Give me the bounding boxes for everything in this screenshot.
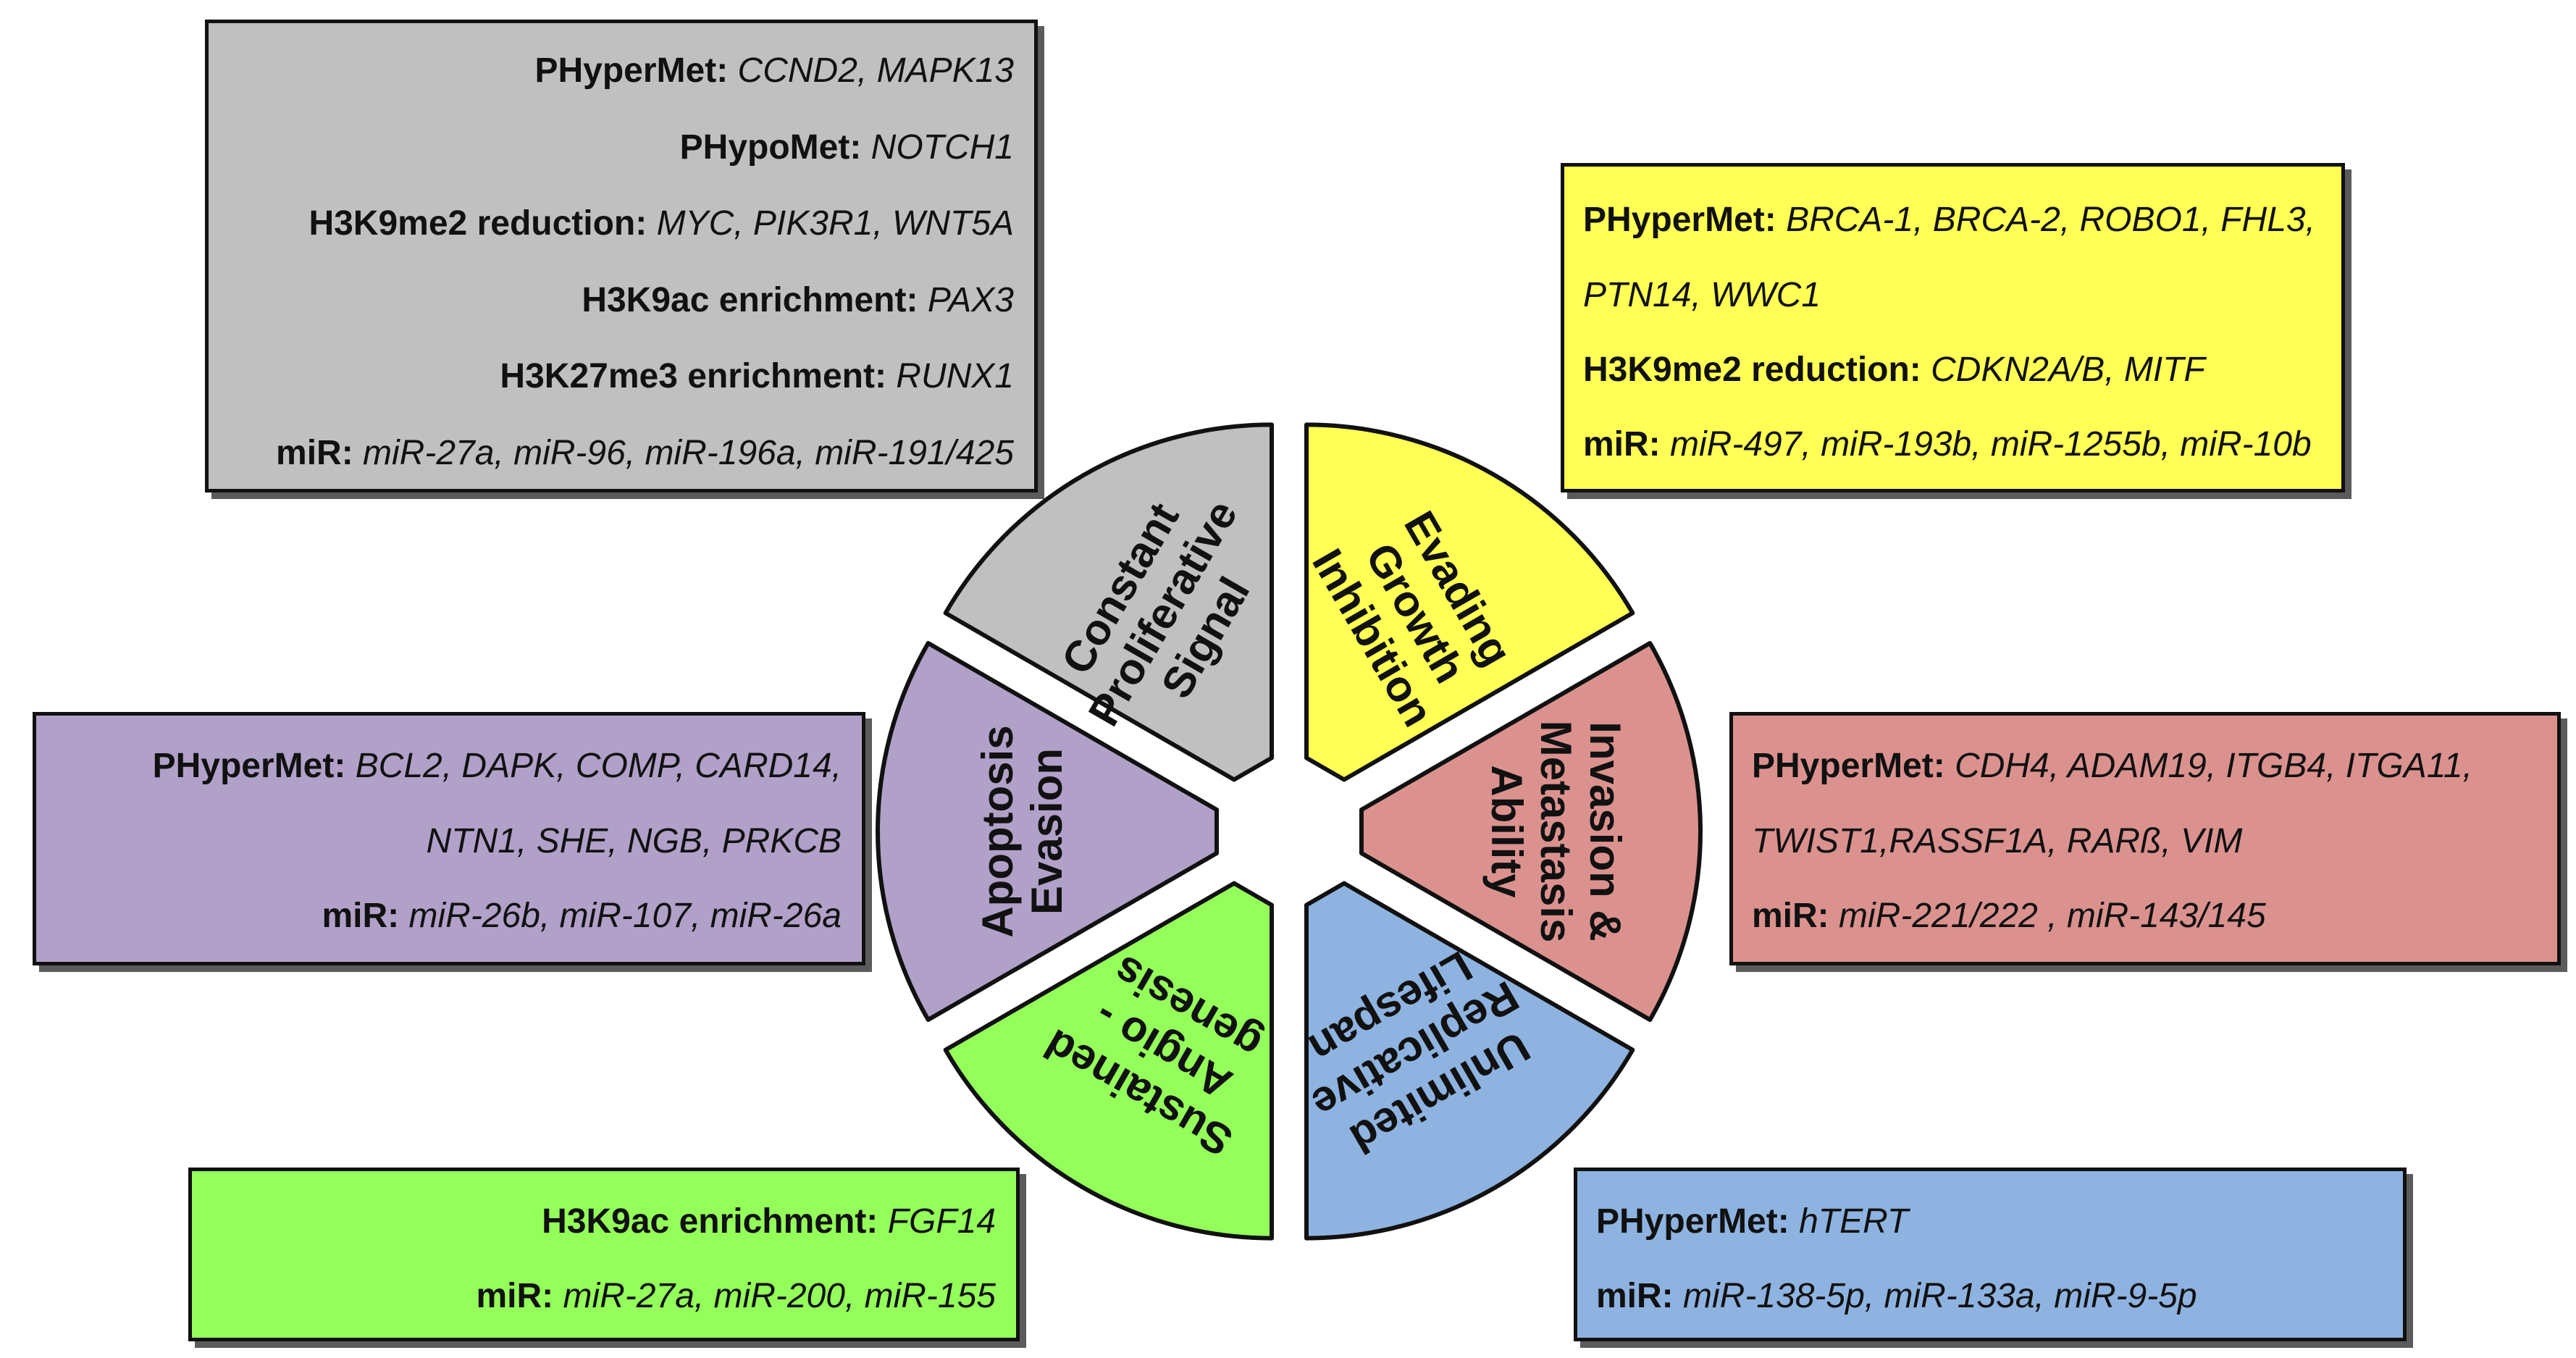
wheel-segments [876,422,1703,1241]
line-label: H3K27me3 enrichment: [500,357,886,395]
line-value: RUNX1 [896,357,1014,395]
box-line: miR: miR-27a, miR-200, miR-155 [476,1276,996,1317]
line-value: miR-138-5p, miR-133a, miR-9-5p [1683,1277,2197,1315]
line-label: H3K9me2 reduction: [1583,351,1921,389]
line-label: miR: [476,1277,554,1315]
box-line: miR: miR-138-5p, miR-133a, miR-9-5p [1596,1276,2197,1317]
box-line: PHypoMet: NOTCH1 [680,127,1014,168]
line-label: miR: [322,897,400,935]
line-label: miR: [1752,897,1829,935]
apoptosis-evasion-box: PHyperMet: BCL2, DAPK, COMP, CARD14, NTN… [33,712,865,965]
box-line: TWIST1,RASSF1A, RARß, VIM [1752,821,2242,862]
box-line: H3K9ac enrichment: FGF14 [542,1202,996,1242]
line-value: BCL2, DAPK, COMP, CARD14, [355,747,842,785]
line-value: CCND2, MAPK13 [737,51,1014,90]
box-line: miR: miR-27a, miR-96, miR-196a, miR-191/… [276,433,1014,474]
line-label: PHyperMet: [1596,1202,1790,1241]
line-value: CDKN2A/B, MITF [1931,351,2205,389]
line-value: TWIST1,RASSF1A, RARß, VIM [1752,822,2243,860]
line-value: miR-26b, miR-107, miR-26a [408,897,842,935]
box-line: H3K27me3 enrichment: RUNX1 [500,356,1014,397]
line-value: miR-27a, miR-200, miR-155 [563,1277,997,1315]
box-line: H3K9me2 reduction: MYC, PIK3R1, WNT5A [309,204,1014,244]
box-line: miR: miR-221/222 , miR-143/145 [1752,896,2266,936]
wheel-segment-apoptosis [876,641,1220,1022]
wheel-segment-invasion [1359,641,1703,1022]
line-label: H3K9me2 reduction: [309,204,647,243]
box-line: PHyperMet: BRCA-1, BRCA-2, ROBO1, FHL3, [1583,200,2315,240]
box-line: PTN14, WWC1 [1583,275,1821,316]
wheel-segment-growth [1304,422,1635,782]
line-value: NOTCH1 [870,128,1014,167]
line-value: BRCA-1, BRCA-2, ROBO1, FHL3, [1786,201,2315,239]
line-label: PHyperMet: [152,747,346,785]
box-line: NTN1, SHE, NGB, PRKCB [427,821,842,862]
line-label: PHyperMet: [1583,201,1776,239]
line-value: miR-27a, miR-96, miR-196a, miR-191/425 [363,434,1014,472]
line-label: PHypoMet: [679,128,862,167]
wheel-segment-angiogenesis [943,881,1274,1241]
line-value: MYC, PIK3R1, WNT5A [656,204,1014,243]
line-label: PHyperMet: [1752,747,1945,785]
wheel-label-line: Evasion [1023,748,1071,915]
wheel-label-line: Apoptosis [973,725,1022,937]
line-value: NTN1, SHE, NGB, PRKCB [426,822,842,860]
wheel-label-line: Invasion & [1581,721,1629,941]
line-value: PTN14, WWC1 [1583,276,1821,314]
wheel-segment-proliferative [943,422,1274,782]
line-label: H3K9ac enrichment: [582,281,918,319]
line-value: miR-221/222 , miR-143/145 [1839,897,2266,935]
box-line: PHyperMet: CCND2, MAPK13 [534,51,1014,91]
box-line: miR: miR-26b, miR-107, miR-26a [322,896,842,936]
line-label: PHyperMet: [534,51,729,90]
line-value: FGF14 [887,1202,996,1241]
line-value: CDH4, ADAM19, ITGB4, ITGA11, [1955,747,2472,785]
proliferative-signal-box: PHyperMet: CCND2, MAPK13 PHypoMet: NOTCH… [205,20,1038,493]
box-line: PHyperMet: CDH4, ADAM19, ITGB4, ITGA11, [1752,746,2472,787]
wheel-label-line: Ability [1482,765,1531,898]
wheel-label-line: Metastasis [1532,721,1580,943]
line-value: hTERT [1799,1202,1909,1241]
growth-inhibition-box: PHyperMet: BRCA-1, BRCA-2, ROBO1, FHL3, … [1561,163,2345,493]
box-line: PHyperMet: hTERT [1596,1202,1908,1242]
line-value: miR-497, miR-193b, miR-1255b, miR-10b [1670,425,2312,464]
line-label: miR: [1583,425,1661,464]
line-label: H3K9ac enrichment: [542,1202,878,1241]
line-value: PAX3 [927,281,1014,319]
box-line: H3K9me2 reduction: CDKN2A/B, MITF [1583,350,2205,390]
box-line: PHyperMet: BCL2, DAPK, COMP, CARD14, [153,746,842,787]
replicative-lifespan-box: PHyperMet: hTERT miR: miR-138-5p, miR-13… [1574,1168,2407,1341]
wheel-segment-replicative [1304,881,1635,1241]
line-label: miR: [1596,1277,1674,1315]
line-label: miR: [276,434,353,472]
box-line: H3K9ac enrichment: PAX3 [582,280,1014,321]
box-line: miR: miR-497, miR-193b, miR-1255b, miR-1… [1583,424,2312,465]
angiogenesis-box: H3K9ac enrichment: FGF14 miR: miR-27a, m… [188,1168,1020,1341]
invasion-metastasis-box: PHyperMet: CDH4, ADAM19, ITGB4, ITGA11, … [1729,712,2561,965]
